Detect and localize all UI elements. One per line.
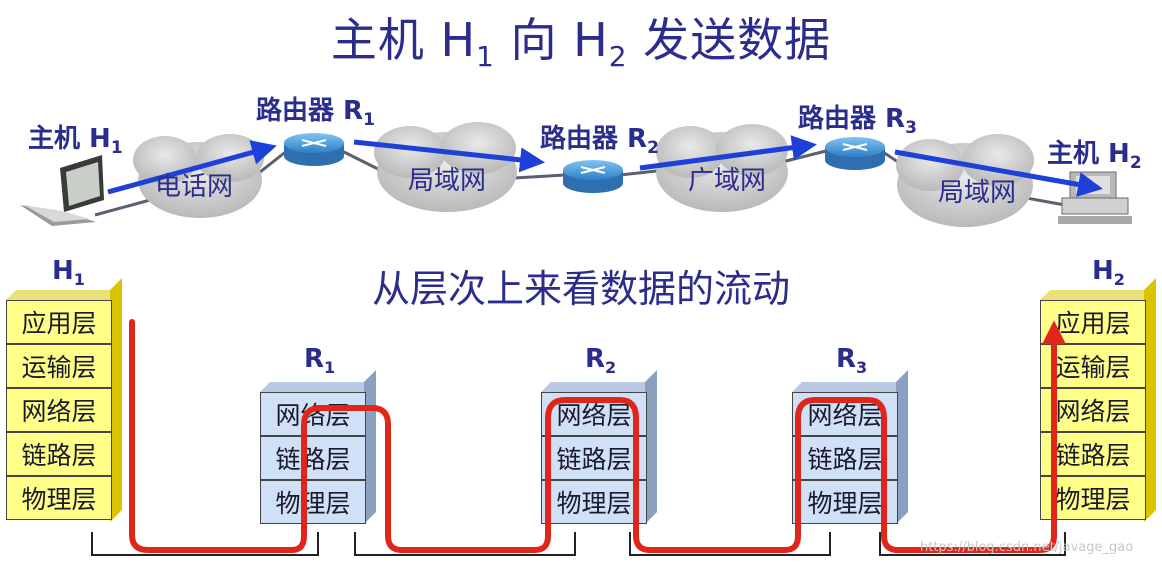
layer-network: 网络层: [6, 388, 112, 432]
stack-r1: 网络层 链路层 物理层: [260, 392, 366, 526]
router-r1-label: 路由器 R1: [256, 96, 375, 131]
layer-physical: 物理层: [260, 480, 366, 524]
host-h1-label: 主机 H1: [28, 124, 123, 159]
layer-link: 链路层: [792, 436, 898, 480]
cloud-lan-1: [374, 122, 517, 212]
layer-link: 链路层: [541, 436, 647, 480]
layer-network: 网络层: [541, 392, 647, 436]
stack-r2-top: [541, 382, 655, 392]
cloud-label-lan-1: 局域网: [408, 166, 487, 196]
layer-link: 链路层: [1040, 432, 1146, 476]
layer-network: 网络层: [260, 392, 366, 436]
layer-physical: 物理层: [792, 480, 898, 524]
router-r1-icon: [284, 133, 344, 166]
stack-r3-header: R3: [836, 344, 868, 378]
stack-h1-top: [6, 290, 120, 300]
watermark: https://blog.csdn.net/javage_gao: [920, 540, 1134, 555]
layer-physical: 物理层: [6, 476, 112, 520]
layer-network: 网络层: [792, 392, 898, 436]
cloud-lan-2: [896, 134, 1034, 227]
layer-transport: 运输层: [6, 344, 112, 388]
stack-h2: 应用层 运输层 网络层 链路层 物理层: [1040, 300, 1146, 522]
stack-h1-header: H1: [52, 256, 85, 290]
stack-r1-header: R1: [304, 344, 336, 378]
data-path-arrows: [107, 135, 1103, 197]
stack-r2: 网络层 链路层 物理层: [541, 392, 647, 526]
stack-h1: 应用层 运输层 网络层 链路层 物理层: [6, 300, 112, 522]
router-r3-icon: [825, 137, 885, 170]
laptop-icon: [20, 155, 104, 226]
cloud-label-wan: 广域网: [688, 166, 767, 196]
cloud-label-telephone: 电话网: [155, 172, 234, 202]
router-r3-label: 路由器 R3: [798, 104, 917, 139]
cloud-telephone-network: [133, 134, 264, 218]
cloud-label-lan-2: 局域网: [938, 178, 1017, 208]
host-h2-label: 主机 H2: [1047, 139, 1142, 174]
layer-application: 应用层: [6, 300, 112, 344]
stack-r1-top: [260, 382, 374, 392]
layer-application: 应用层: [1040, 300, 1146, 344]
layer-link: 链路层: [260, 436, 366, 480]
stack-r2-header: R2: [585, 344, 617, 378]
router-r2-icon: [563, 160, 623, 193]
stack-h2-top: [1040, 290, 1154, 300]
stack-h2-header: H2: [1092, 256, 1125, 290]
layer-link: 链路层: [6, 432, 112, 476]
layer-transport: 运输层: [1040, 344, 1146, 388]
desktop-computer-icon: [1058, 171, 1132, 224]
stack-r3-top: [792, 382, 906, 392]
page-title: 主机 H1 向 H2 发送数据: [330, 13, 832, 74]
router-r2-label: 路由器 R2: [540, 124, 659, 159]
stack-r3: 网络层 链路层 物理层: [792, 392, 898, 526]
layer-physical: 物理层: [541, 480, 647, 524]
layer-network: 网络层: [1040, 388, 1146, 432]
section-subtitle: 从层次上来看数据的流动: [371, 267, 790, 311]
layer-physical: 物理层: [1040, 476, 1146, 520]
